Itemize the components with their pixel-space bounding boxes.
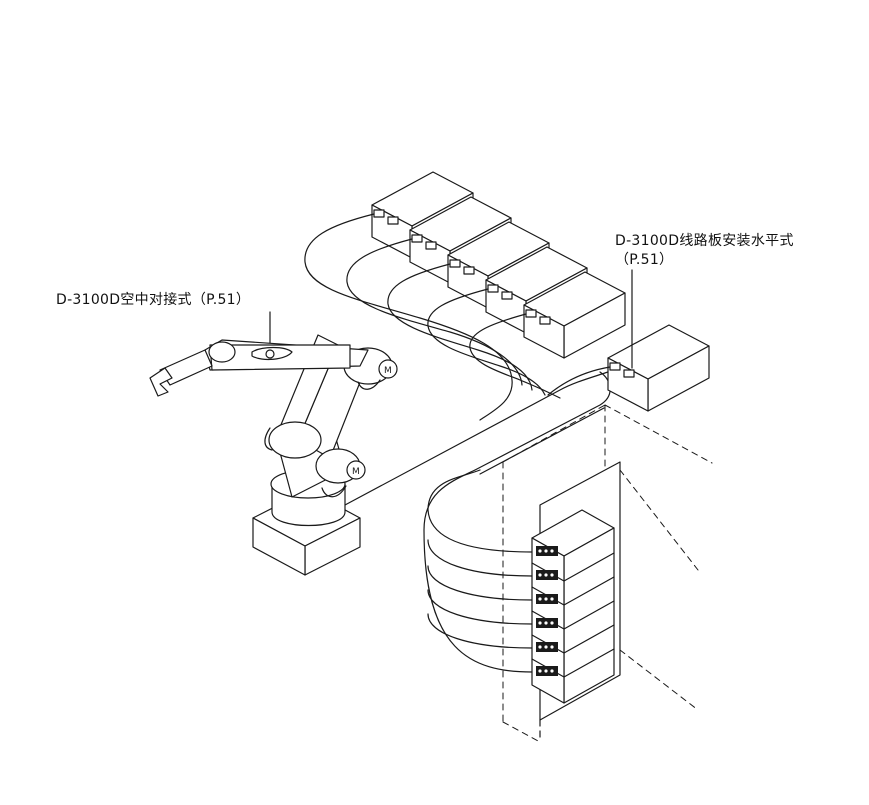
motor-mark-lower: M	[352, 467, 360, 477]
label-board-mount-line2: （P.51）	[615, 252, 674, 268]
control-box-5	[523, 271, 626, 359]
label-board-mount-line1: D-3100D线路板安装水平式	[615, 233, 794, 249]
main-harness	[474, 371, 611, 471]
stack-cables	[423, 469, 533, 673]
pcb-module-stack	[531, 509, 615, 704]
motor-mark-upper: M	[384, 366, 392, 376]
robot-cable	[344, 371, 609, 506]
label-air-connector: D-3100D空中对接式（P.51）	[56, 292, 251, 308]
robot-arm	[149, 334, 398, 576]
cabinet-outline	[502, 404, 713, 743]
control-box-6	[607, 324, 710, 412]
box-cables	[304, 213, 611, 421]
